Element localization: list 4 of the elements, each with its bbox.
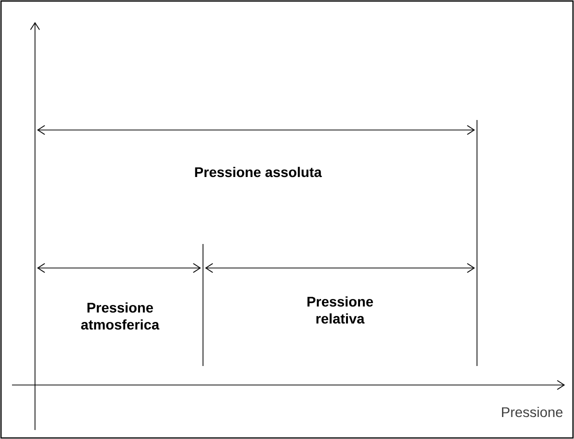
- dimension-label: Pressione atmosferica: [81, 302, 160, 330]
- dimension-label: Pressione assoluta: [195, 166, 322, 178]
- dimension-label: Pressione relativa: [307, 296, 373, 324]
- axis-label: Pressione: [502, 406, 562, 418]
